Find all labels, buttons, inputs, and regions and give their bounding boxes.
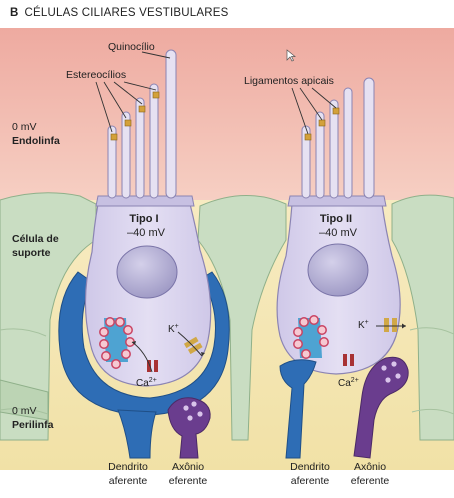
type-ii-potassium-channel	[376, 318, 406, 332]
type-ii-kinocilium	[363, 77, 375, 199]
type-ii-dendrite-label-line1: Dendrito	[290, 461, 330, 473]
type-i-calcium-label: Ca2+	[136, 377, 157, 389]
kinocilium-label: Quinocílio	[108, 41, 155, 53]
type-i-axon-label-line2: eferente	[169, 475, 208, 487]
type-i-voltage: –40 mV	[127, 227, 166, 239]
type-i-dendrite-label-line1: Dendrito	[108, 461, 148, 473]
type-i-hair-cell	[58, 49, 230, 459]
endolymph-region	[0, 28, 454, 200]
leader-lines	[95, 51, 337, 135]
type-ii-voltage: –40 mV	[319, 227, 358, 239]
type-i-kinocilium	[165, 49, 177, 199]
type-i-axon-label-line1: Axônio	[172, 461, 204, 473]
type-i-dendrite-label-line2: aferente	[109, 475, 148, 487]
supporting-cell-label-line2: suporte	[12, 247, 51, 259]
figure-header: B CÉLULAS CILIARES VESTIBULARES	[10, 7, 228, 25]
type-ii-hair-cell	[276, 77, 409, 459]
perilymph-voltage: 0 mV	[12, 405, 37, 417]
type-i-stereocilia	[107, 83, 159, 199]
supporting-cell-borders	[0, 327, 454, 415]
type-i-label: Tipo I	[129, 213, 158, 225]
type-ii-calcium-label: Ca2+	[338, 377, 359, 389]
figure-letter: B	[10, 7, 19, 19]
type-ii-stereocilia	[301, 87, 353, 199]
type-ii-axon-label-line1: Axônio	[354, 461, 386, 473]
type-i-afferent-dendrite	[117, 409, 157, 459]
type-ii-dendrite-label-line2: aferente	[291, 475, 330, 487]
mouse-cursor-icon	[286, 49, 296, 62]
type-ii-efferent-vesicles	[381, 361, 401, 383]
type-ii-nucleus	[307, 243, 369, 297]
stereocilia-label: Estereocílios	[66, 69, 126, 81]
endolymph-label: Endolinfa	[12, 135, 60, 147]
tip-links-label: Ligamentos apicais	[244, 75, 334, 87]
type-i-tip-links	[110, 91, 160, 141]
type-i-potassium-label: K+	[168, 323, 179, 335]
supporting-cells	[0, 192, 454, 498]
type-ii-afferent-dendrite	[279, 359, 317, 459]
type-i-ribbon-synapse	[99, 317, 135, 369]
type-ii-efferent-axon	[353, 356, 409, 459]
type-i-nucleus	[116, 245, 178, 299]
endolymph-voltage: 0 mV	[12, 121, 37, 133]
supporting-cell-label-line1: Célula de	[12, 233, 59, 245]
type-i-efferent-vesicles	[183, 401, 203, 421]
type-ii-label: Tipo II	[320, 213, 352, 225]
perilymph-label: Perilinfa	[12, 419, 54, 431]
type-i-calcium-channel	[131, 341, 158, 373]
type-ii-axon-label-line2: eferente	[351, 475, 390, 487]
type-ii-calcium-channel	[343, 354, 354, 366]
type-i-potassium-channel	[177, 331, 205, 357]
type-i-calyx	[58, 271, 230, 416]
figure-title: CÉLULAS CILIARES VESTIBULARES	[24, 7, 229, 19]
type-ii-ribbon-synapse	[293, 315, 329, 359]
type-ii-potassium-label: K+	[358, 319, 369, 331]
